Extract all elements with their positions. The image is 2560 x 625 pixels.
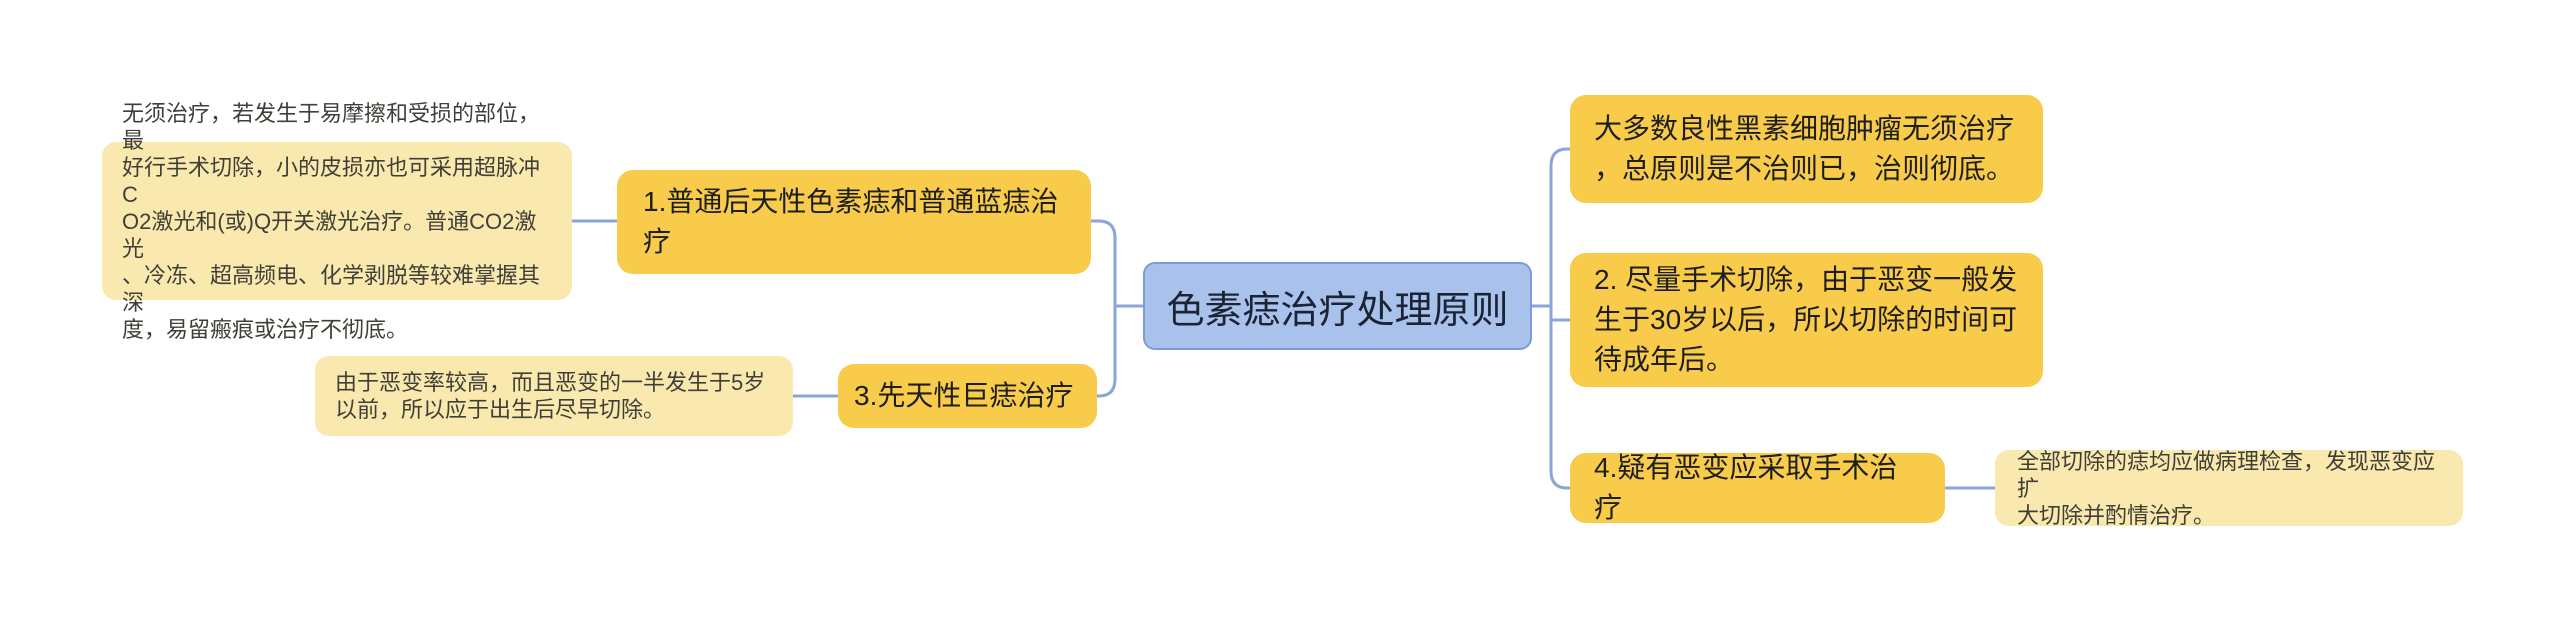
branch-label: 4.疑有恶变应采取手术治疗 (1594, 452, 1898, 523)
branch-general-principle[interactable]: 大多数良性黑素细胞肿瘤无须治疗 ，总原则是不治则已，治则彻底。 (1570, 95, 2043, 203)
connector-left-bracket (1089, 219, 1117, 398)
branch-ordinary-nevus[interactable]: 1.普通后天性色素痣和普通蓝痣治 疗 (617, 170, 1091, 274)
branch-label: 1.普通后天性色素痣和普通蓝痣治 疗 (643, 186, 1059, 257)
branch-label: 大多数良性黑素细胞肿瘤无须治疗 ，总原则是不治则已，治则彻底。 (1594, 113, 2015, 184)
note-pathology-exam-detail[interactable]: 全部切除的痣均应做病理检查，发现恶变应扩 大切除并酌情治疗。 (1995, 448, 2463, 528)
branch-label: 3.先天性巨痣治疗 (854, 380, 1074, 411)
note-text: 由于恶变率较高，而且恶变的一半发生于5岁 以前，所以应于出生后尽早切除。 (335, 370, 766, 422)
note-text: 无须治疗，若发生于易摩擦和受损的部位，最 好行手术切除，小的皮损亦也可采用超脉冲… (122, 100, 541, 342)
note-text: 全部切除的痣均应做病理检查，发现恶变应扩 大切除并酌情治疗。 (2017, 448, 2436, 528)
branch-label: 2. 尽量手术切除，由于恶变一般发 生于30岁以后，所以切除的时间可 待成年后。 (1594, 264, 2018, 375)
note-ordinary-nevus-detail[interactable]: 无须治疗，若发生于易摩擦和受损的部位，最 好行手术切除，小的皮损亦也可采用超脉冲… (102, 101, 572, 342)
branch-congenital-giant-nevus[interactable]: 3.先天性巨痣治疗 (838, 364, 1097, 428)
branch-surgical-excision[interactable]: 2. 尽量手术切除，由于恶变一般发 生于30岁以后，所以切除的时间可 待成年后。 (1570, 253, 2043, 387)
branch-suspected-malignancy[interactable]: 4.疑有恶变应采取手术治疗 (1570, 452, 1945, 523)
root-topic[interactable]: 色素痣治疗处理原则 (1143, 262, 1532, 350)
note-congenital-giant-nevus-detail[interactable]: 由于恶变率较高，而且恶变的一半发生于5岁 以前，所以应于出生后尽早切除。 (315, 356, 793, 436)
root-label: 色素痣治疗处理原则 (1166, 289, 1509, 332)
